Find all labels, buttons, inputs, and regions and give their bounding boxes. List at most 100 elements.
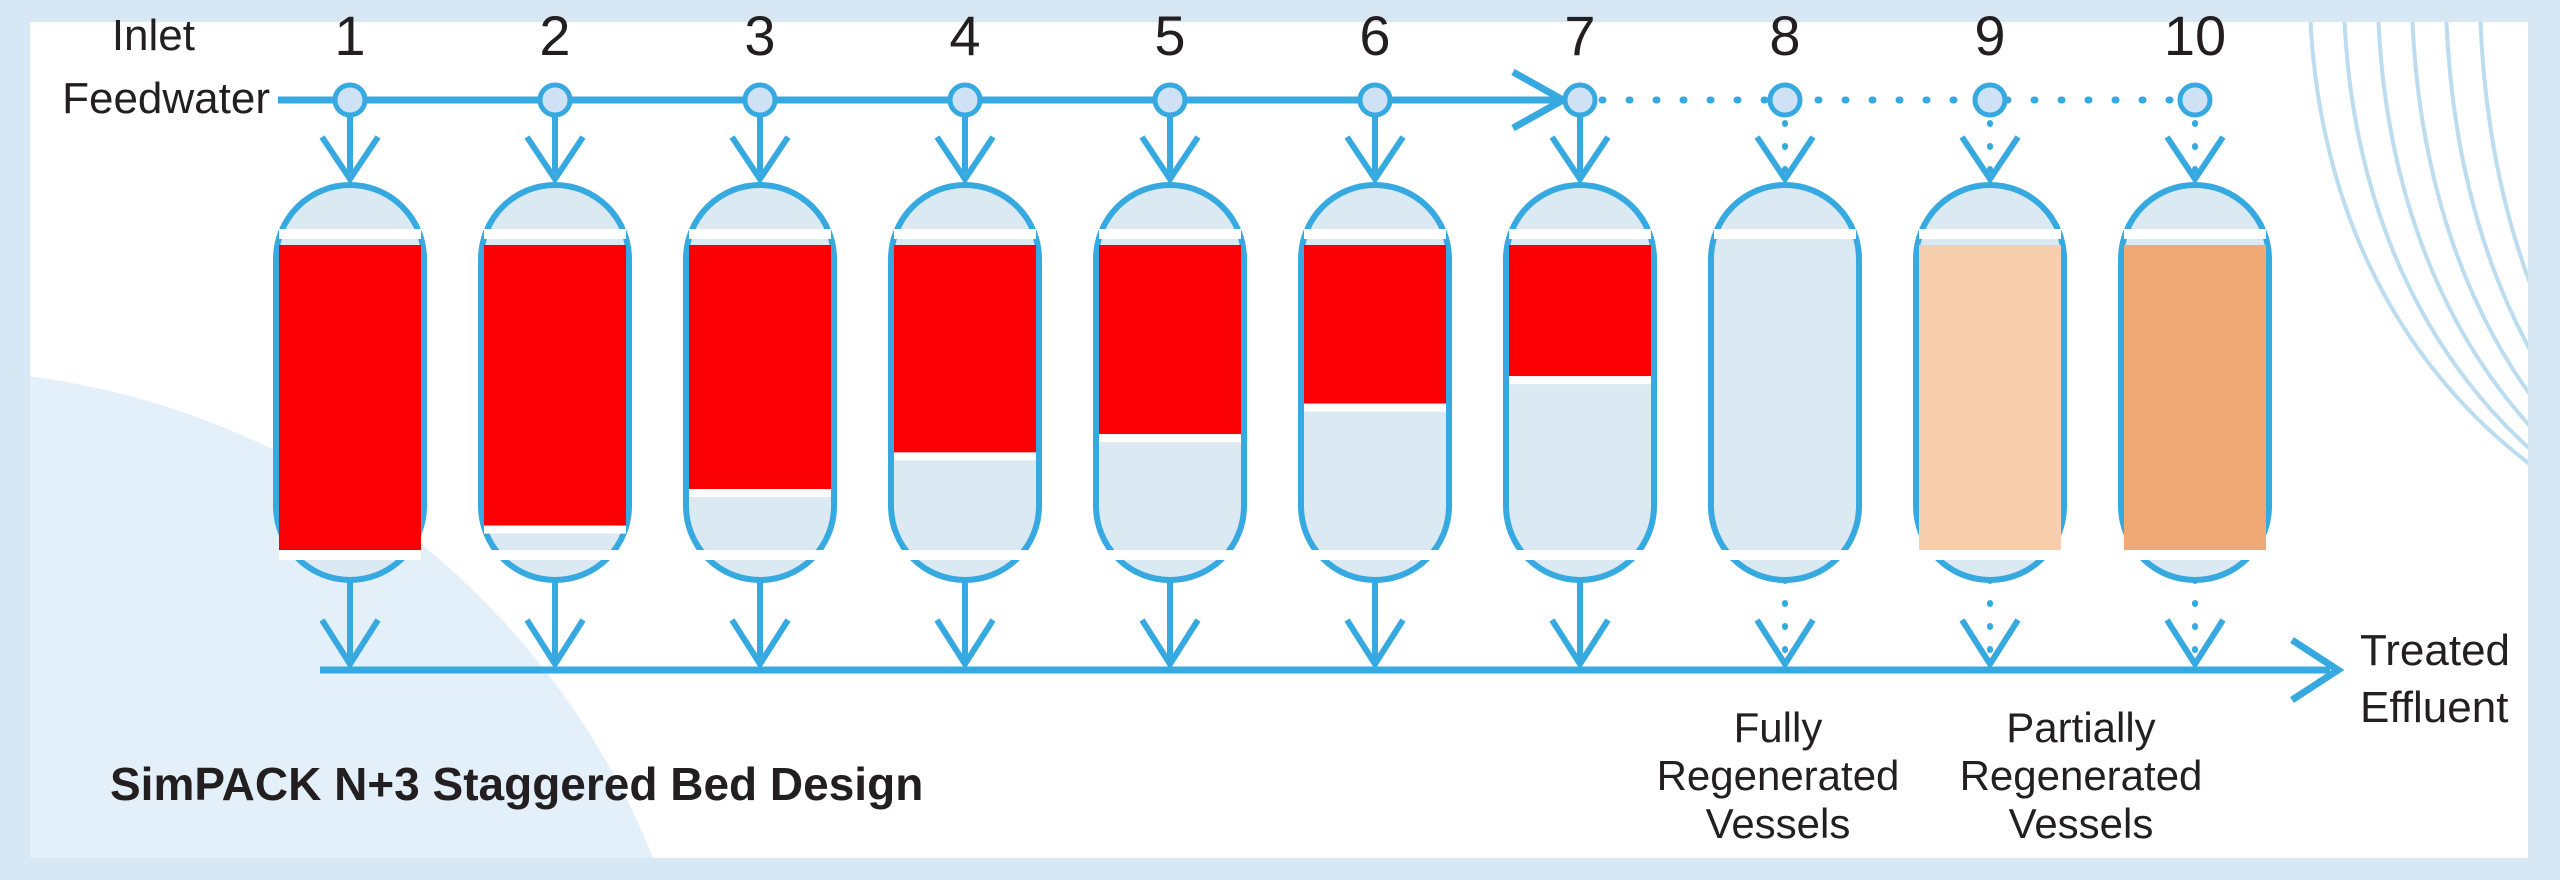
upper-distributor-plate (894, 229, 1036, 239)
outlet-arrow-icon (729, 618, 791, 670)
media-bed-front (894, 452, 1036, 461)
lower-distributor-plate (484, 550, 626, 560)
upper-distributor-plate (484, 229, 626, 239)
vessel-number-label: 9 (1974, 4, 2005, 67)
outlet-arrow-icon (319, 618, 381, 670)
vessel-number-label: 1 (334, 4, 365, 67)
vessel-number-label: 5 (1154, 4, 1185, 67)
vessel-shell (1708, 182, 1862, 583)
outlet-label-line2: Effluent (2360, 683, 2508, 732)
upper-distributor-plate (1714, 229, 1856, 239)
vessel-7[interactable]: 7 (1503, 4, 1657, 670)
media-bed-fill (894, 245, 1036, 453)
outlet-arrow-icon (934, 618, 996, 670)
inlet-valve-node[interactable] (1562, 82, 1598, 118)
upper-distributor-plate (1304, 229, 1446, 239)
vessel-number-label: 2 (539, 4, 570, 67)
inlet-valve-node[interactable] (537, 82, 573, 118)
upper-distributor-plate (279, 229, 421, 239)
partially-regenerated-line1: Partially (2006, 704, 2155, 751)
vessel-3[interactable]: 3 (683, 4, 837, 670)
media-bed-front (1099, 434, 1241, 443)
vessel-4[interactable]: 4 (888, 4, 1042, 670)
outlet-label: Treated Effluent (2360, 626, 2510, 732)
outlet-arrow-icon (1344, 618, 1406, 670)
upper-distributor-plate (689, 229, 831, 239)
inlet-valve-node[interactable] (1357, 82, 1393, 118)
inlet-valve-node[interactable] (332, 82, 368, 118)
lower-distributor-plate (279, 550, 421, 560)
fully-regenerated-line3: Vessels (1706, 800, 1851, 847)
outlet-arrow-icon (1959, 618, 2021, 670)
media-bed-fill (484, 245, 626, 526)
lower-distributor-plate (689, 550, 831, 560)
partially-regenerated-annotation: Partially Regenerated Vessels (1960, 704, 2203, 847)
vessel-9[interactable]: 9 (1913, 4, 2067, 670)
lower-distributor-plate (1304, 550, 1446, 560)
outlet-arrow-icon (1754, 618, 1816, 670)
vessel-layer: 1 2 3 4 5 6 7 8 9 10 (273, 4, 2272, 670)
lower-distributor-plate (2124, 550, 2266, 560)
outlet-arrow-icon (524, 618, 586, 670)
outlet-arrow-icon (1549, 618, 1611, 670)
media-bed-fill (1099, 245, 1241, 435)
partially-regenerated-line2: Regenerated (1960, 752, 2203, 799)
vessel-5[interactable]: 5 (1093, 4, 1247, 670)
media-bed-fill (1304, 245, 1446, 404)
vessel-number-label: 4 (949, 4, 980, 67)
upper-distributor-plate (1099, 229, 1241, 239)
inlet-arrow-icon (1344, 135, 1406, 185)
effluent-arrowhead-icon (2290, 637, 2345, 703)
vessel-10[interactable]: 10 (2118, 4, 2272, 670)
inlet-arrow-icon (1139, 135, 1201, 185)
inlet-valve-node[interactable] (1767, 82, 1803, 118)
upper-distributor-plate (1919, 229, 2061, 239)
lower-distributor-plate (1509, 550, 1651, 560)
inlet-valve-node[interactable] (1152, 82, 1188, 118)
inlet-arrow-icon (1754, 135, 1816, 185)
vessel-8[interactable]: 8 (1708, 4, 1862, 670)
upper-distributor-plate (1509, 229, 1651, 239)
outlet-arrow-icon (2164, 618, 2226, 670)
inlet-arrow-icon (524, 135, 586, 185)
lower-distributor-plate (894, 550, 1036, 560)
vessel-1[interactable]: 1 (273, 4, 427, 670)
vessel-number-label: 8 (1769, 4, 1800, 67)
inlet-arrow-icon (729, 135, 791, 185)
decor-corner-circle (30, 376, 654, 858)
vessel-number-label: 7 (1564, 4, 1595, 67)
media-bed-front (1304, 403, 1446, 412)
vessel-number-label: 10 (2164, 4, 2226, 67)
media-bed-front (689, 489, 831, 497)
inlet-valve-node[interactable] (742, 82, 778, 118)
vessel-6[interactable]: 6 (1298, 4, 1452, 670)
vessel-number-label: 6 (1359, 4, 1390, 67)
media-bed-front (484, 525, 626, 534)
inlet-arrow-icon (1549, 135, 1611, 185)
inlet-valve-node[interactable] (2177, 82, 2213, 118)
inlet-valve-node[interactable] (1972, 82, 2008, 118)
vessel-2[interactable]: 2 (478, 4, 632, 670)
partially-regenerated-line3: Vessels (2009, 800, 2154, 847)
vessel-number-label: 3 (744, 4, 775, 67)
inlet-arrow-icon (319, 135, 381, 185)
lower-distributor-plate (1714, 550, 1856, 560)
inlet-valve-node[interactable] (947, 82, 983, 118)
media-bed-front (1509, 376, 1651, 385)
media-bed-fill (1919, 245, 2061, 550)
decor-corner-arcs (2308, 22, 2528, 466)
media-bed-fill (1509, 245, 1651, 377)
inlet-label-line2: Feedwater (62, 74, 270, 123)
fully-regenerated-annotation: Fully Regenerated Vessels (1657, 704, 1900, 847)
fully-regenerated-line1: Fully (1734, 704, 1823, 751)
inlet-arrow-icon (1959, 135, 2021, 185)
outlet-arrow-icon (1139, 618, 1201, 670)
outlet-label-line1: Treated (2360, 626, 2510, 675)
lower-distributor-plate (1099, 550, 1241, 560)
fully-regenerated-line2: Regenerated (1657, 752, 1900, 799)
lower-distributor-plate (1919, 550, 2061, 560)
upper-distributor-plate (2124, 229, 2266, 239)
inlet-label: Inlet Feedwater (62, 11, 270, 123)
inlet-arrow-icon (2164, 135, 2226, 185)
